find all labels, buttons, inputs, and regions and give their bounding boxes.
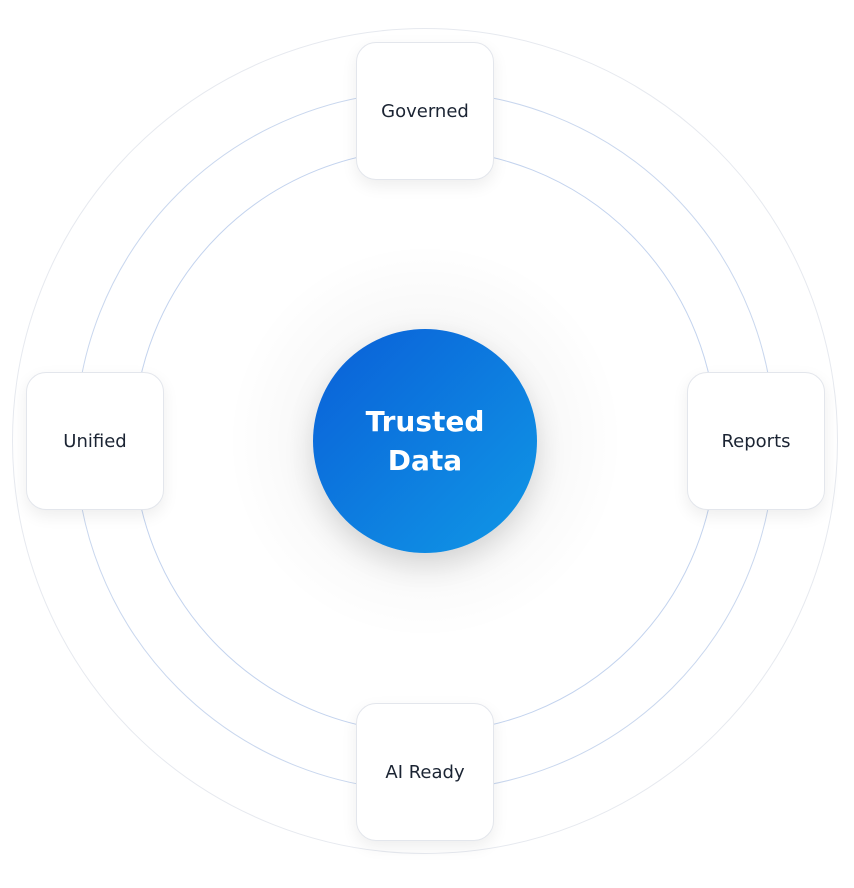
- node-card-governed: Governed: [356, 42, 494, 180]
- node-label: Governed: [381, 100, 469, 122]
- center-circle-trusted-data: Trusted Data: [313, 329, 537, 553]
- node-label: Unified: [63, 430, 127, 452]
- node-label: Reports: [721, 430, 791, 452]
- node-card-reports: Reports: [687, 372, 825, 510]
- outer-ring: [12, 28, 838, 854]
- node-card-ai-ready: AI Ready: [356, 703, 494, 841]
- node-card-unified: Unified: [26, 372, 164, 510]
- center-label-line1: Trusted: [365, 405, 485, 438]
- node-label: AI Ready: [385, 761, 465, 783]
- center-label-line2: Data: [387, 444, 463, 477]
